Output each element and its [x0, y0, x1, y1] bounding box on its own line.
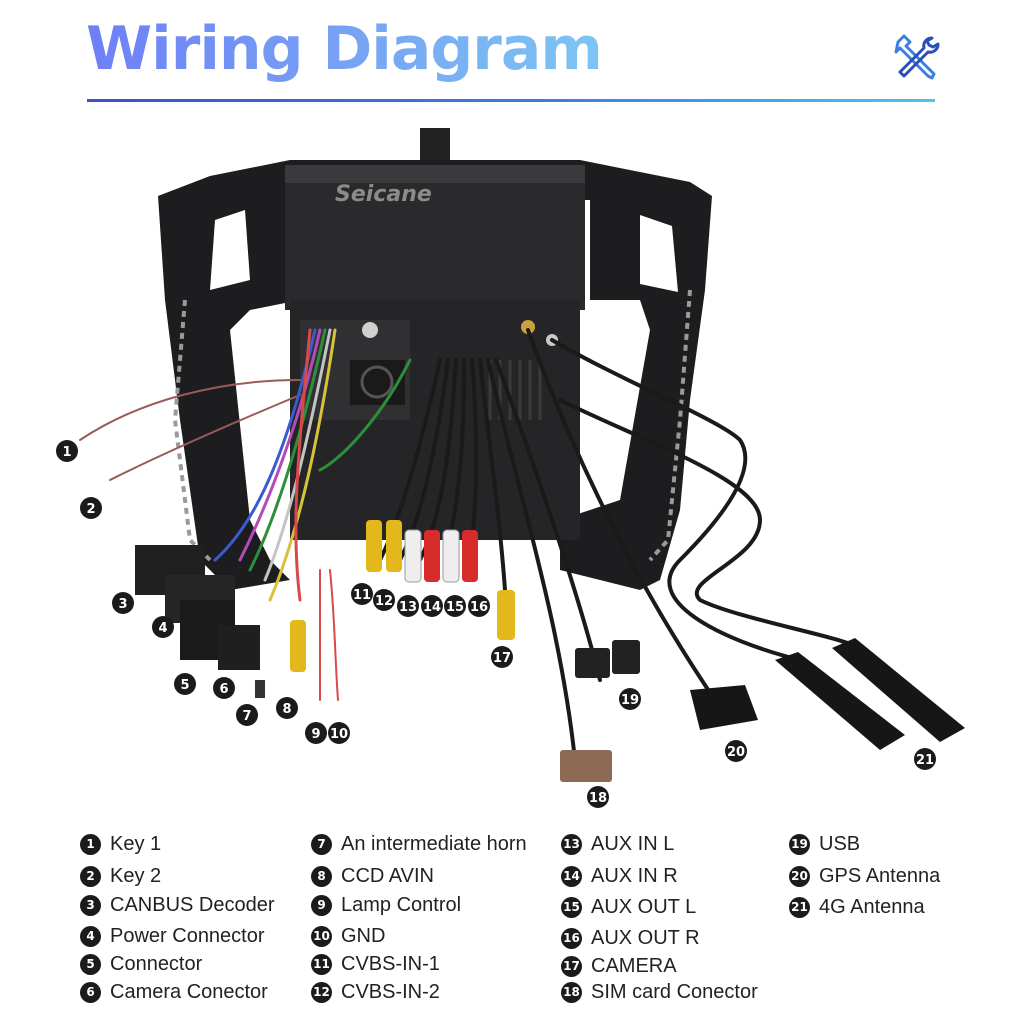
- svg-text:12: 12: [375, 594, 393, 609]
- svg-text:17: 17: [493, 651, 511, 666]
- svg-text:13: 13: [399, 600, 417, 615]
- callout-9: 9: [305, 722, 327, 744]
- callout-2: 2: [80, 497, 102, 519]
- svg-text:3: 3: [118, 597, 127, 612]
- svg-text:20: 20: [727, 745, 745, 760]
- svg-text:16: 16: [470, 600, 488, 615]
- head-unit: [285, 165, 585, 540]
- callout-4: 4: [152, 616, 174, 638]
- svg-text:8: 8: [282, 702, 291, 717]
- callout-1: 1: [56, 440, 78, 462]
- callout-15: 15: [444, 595, 466, 617]
- svg-text:11: 11: [353, 588, 371, 603]
- wiring-diagram: Seicane: [56, 128, 965, 808]
- page-title: Wiring Diagram: [86, 14, 603, 84]
- svg-text:5: 5: [180, 678, 189, 693]
- callout-5: 5: [174, 673, 196, 695]
- callout-17: 17: [491, 646, 513, 668]
- svg-text:14: 14: [423, 600, 441, 615]
- svg-text:1: 1: [62, 445, 71, 460]
- callout-10: 10: [328, 722, 350, 744]
- callout-8: 8: [276, 697, 298, 719]
- svg-text:21: 21: [916, 753, 934, 768]
- callout-6: 6: [213, 677, 235, 699]
- wire-harness: [79, 328, 862, 762]
- callout-16: 16: [468, 595, 490, 617]
- accessories: [560, 638, 965, 782]
- svg-text:4: 4: [158, 621, 167, 636]
- title-divider: [87, 99, 935, 102]
- callout-20: 20: [725, 740, 747, 762]
- svg-text:9: 9: [311, 727, 320, 742]
- svg-text:2: 2: [86, 502, 95, 517]
- callout-11: 11: [351, 583, 373, 605]
- callout-13: 13: [397, 595, 419, 617]
- harness-plugs: [135, 545, 265, 698]
- callout-7: 7: [236, 704, 258, 726]
- svg-text:7: 7: [242, 709, 251, 724]
- callout-21: 21: [914, 748, 936, 770]
- callout-14: 14: [421, 595, 443, 617]
- callout-19: 19: [619, 688, 641, 710]
- callout-18: 18: [587, 786, 609, 808]
- callouts: 1 2 3 4 5 6 7 8 9 10 11 12 13 14 15 16 1…: [56, 440, 936, 808]
- svg-text:10: 10: [330, 727, 348, 742]
- svg-text:19: 19: [621, 693, 639, 708]
- callout-3: 3: [112, 592, 134, 614]
- svg-text:6: 6: [219, 682, 228, 697]
- brand-text: Seicane: [335, 182, 432, 207]
- svg-text:18: 18: [589, 791, 607, 806]
- rca-connectors: [290, 520, 515, 672]
- callout-12: 12: [373, 589, 395, 611]
- svg-text:15: 15: [446, 600, 464, 615]
- tools-icon: [894, 34, 940, 80]
